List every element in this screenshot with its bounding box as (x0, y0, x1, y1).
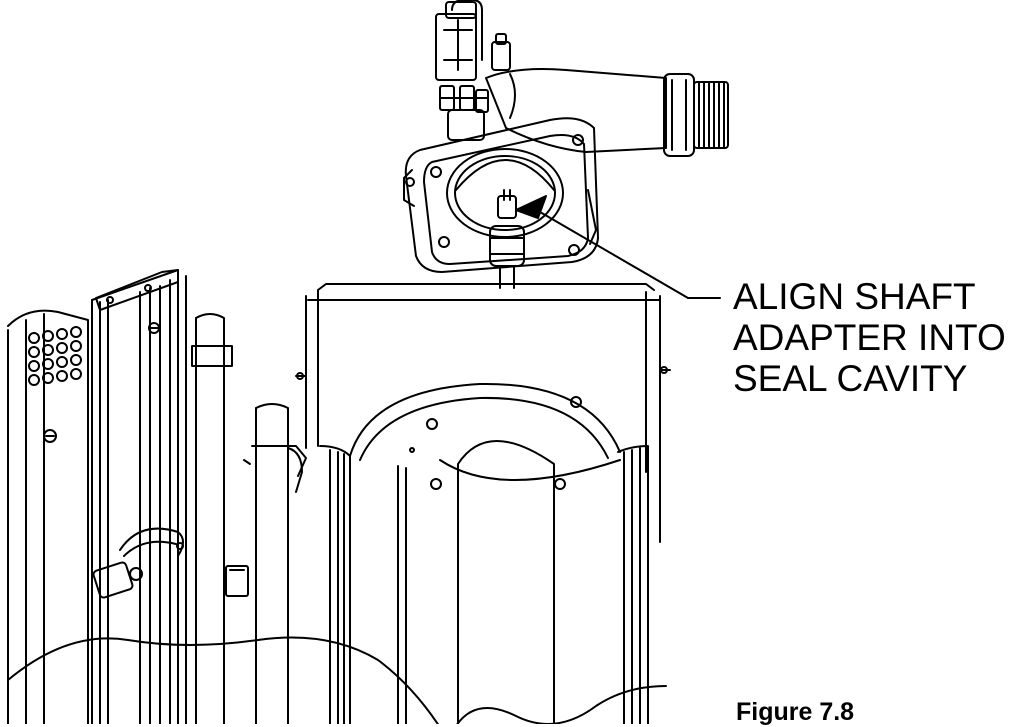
callout-label: ALIGN SHAFT ADAPTER INTO SEAL CAVITY (733, 276, 1006, 399)
callout-line-1: ALIGN SHAFT (733, 276, 976, 317)
vent-grille (28, 326, 82, 386)
solenoid-valve (435, 0, 511, 141)
seal-flange-plate (403, 117, 599, 273)
callout-line-3: SEAL CAVITY (733, 358, 968, 399)
callout-line-2: ADAPTER INTO (733, 317, 1006, 358)
cutaway-break-line (7, 636, 667, 724)
central-housing (295, 283, 671, 724)
callout-arrowhead (515, 195, 547, 219)
inlet-pipe-fitting (485, 68, 729, 157)
shaft-adapter (489, 189, 525, 289)
left-side-panel (7, 269, 307, 724)
figure-caption: Figure 7.8 (736, 698, 855, 726)
callout-leader (515, 195, 721, 299)
